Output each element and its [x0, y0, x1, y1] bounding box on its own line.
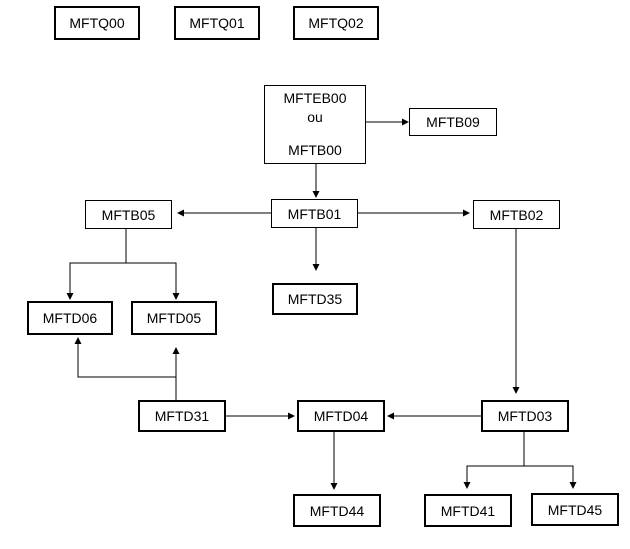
node-mftd41: MFTD41 [424, 494, 512, 527]
node-mftb09: MFTB09 [409, 108, 497, 136]
node-mftd03-label: MFTD03 [497, 408, 553, 424]
node-mfteb00-line3: MFTB00 [288, 142, 342, 158]
node-mftq00-label: MFTQ00 [69, 15, 125, 31]
node-mftq02-label: MFTQ02 [308, 15, 364, 31]
node-mftb05-label: MFTB05 [101, 206, 156, 223]
node-mftq01-label: MFTQ01 [189, 15, 245, 31]
node-mftd44: MFTD44 [293, 494, 381, 527]
node-mftb01: MFTB01 [271, 199, 358, 228]
node-mftd35: MFTD35 [272, 283, 358, 315]
edge-mftd31-mftd06 [74, 337, 176, 378]
node-mftd06: MFTD06 [27, 301, 113, 335]
node-mftd05-label: MFTD05 [146, 310, 202, 326]
node-mftb05: MFTB05 [85, 200, 172, 229]
node-mftq00: MFTQ00 [54, 6, 140, 40]
node-mfteb00: MFTEB00 ou MFTB00 [264, 85, 366, 164]
node-mftb02-label: MFTB02 [489, 206, 544, 223]
node-mftd41-label: MFTD41 [440, 502, 496, 519]
node-mftq01: MFTQ01 [174, 6, 260, 40]
edge-mftb05-mftd06 [66, 262, 126, 300]
node-mftb09-label: MFTB09 [426, 114, 480, 130]
node-mftq02: MFTQ02 [293, 6, 379, 40]
node-mftd44-label: MFTD44 [309, 502, 365, 519]
node-mftd45-label: MFTD45 [547, 501, 603, 518]
node-mftd04: MFTD04 [297, 400, 385, 432]
node-mftd03: MFTD03 [481, 400, 569, 432]
node-mftd31: MFTD31 [138, 400, 226, 432]
node-mftb01-label: MFTB01 [287, 205, 342, 222]
node-mftd45: MFTD45 [531, 493, 619, 526]
node-mftd31-label: MFTD31 [154, 408, 210, 424]
node-mfteb00-line2: ou [307, 109, 323, 125]
edge-mftd03-mftd45 [524, 465, 577, 489]
node-mftd35-label: MFTD35 [287, 291, 343, 307]
node-mftd05: MFTD05 [131, 301, 217, 335]
node-mftb02: MFTB02 [473, 200, 560, 229]
node-mfteb00-line1: MFTEB00 [283, 90, 347, 106]
edge-mftb05-mftd05 [126, 262, 180, 300]
node-mftd06-label: MFTD06 [42, 310, 98, 326]
edge-mftd03-mftd41 [463, 465, 524, 489]
node-mftd04-label: MFTD04 [313, 408, 369, 424]
